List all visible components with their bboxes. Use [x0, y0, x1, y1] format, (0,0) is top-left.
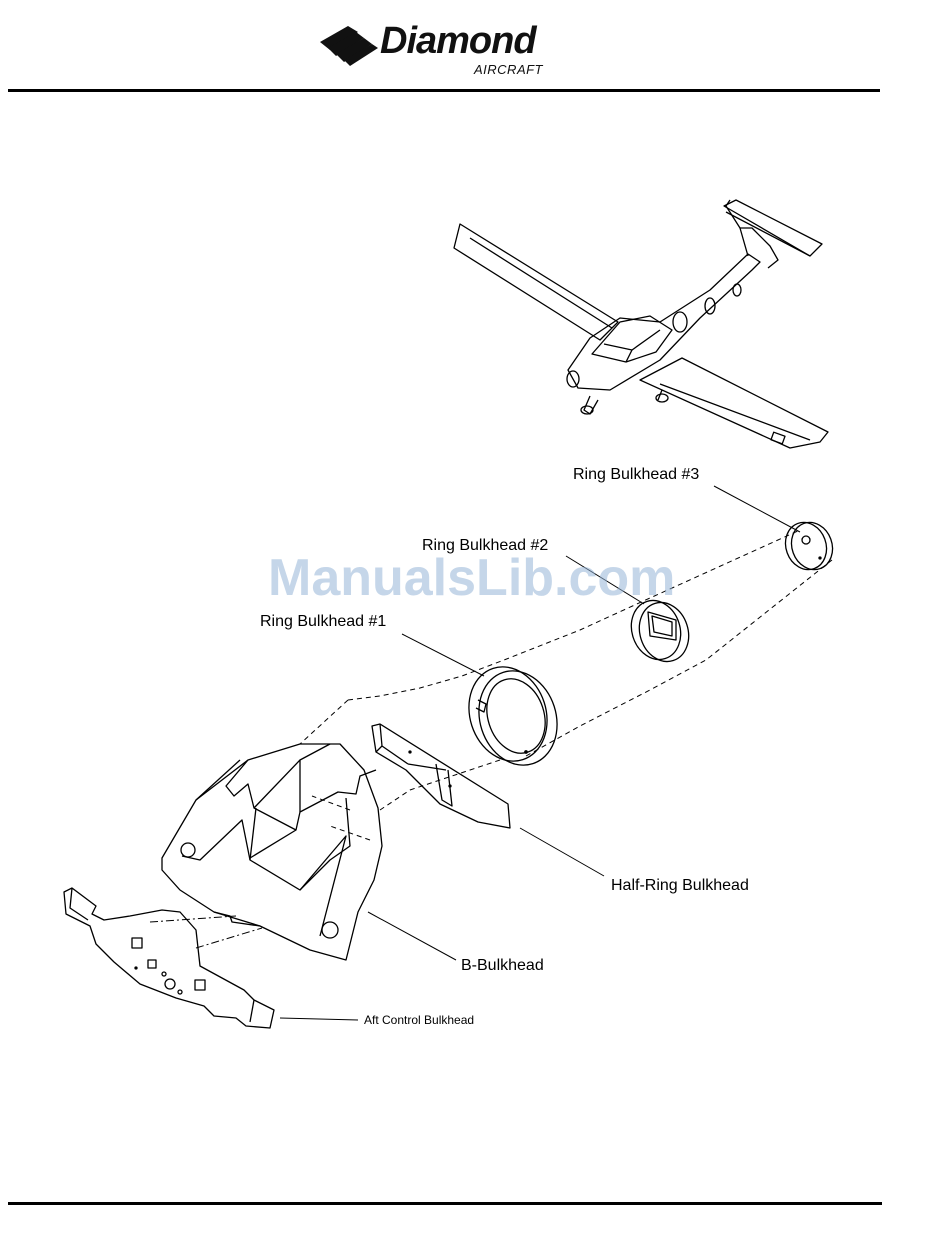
- label-ring-bulkhead-3: Ring Bulkhead #3: [573, 466, 699, 484]
- label-ring-bulkhead-1: Ring Bulkhead #1: [260, 613, 386, 631]
- airplane-drawing: [454, 200, 828, 448]
- aft-control-bulkhead-drawing: [64, 888, 274, 1028]
- ring-bulkhead-1-drawing: [457, 657, 569, 776]
- leader-half-ring: [520, 828, 604, 876]
- label-half-ring-bulkhead: Half-Ring Bulkhead: [611, 877, 749, 895]
- label-aft-control-bulkhead: Aft Control Bulkhead: [364, 1013, 474, 1027]
- footer-rule: [8, 1202, 882, 1205]
- half-ring-bulkhead-drawing: [372, 724, 510, 828]
- leader-ring1: [402, 634, 484, 676]
- label-ring-bulkhead-2: Ring Bulkhead #2: [422, 537, 548, 555]
- watermark-text: ManualsLib.com: [268, 548, 675, 608]
- label-b-bulkhead: B-Bulkhead: [461, 957, 544, 975]
- b-bulkhead-drawing: [162, 744, 382, 960]
- leader-b-bulkhead: [368, 912, 456, 960]
- leader-ring3: [714, 486, 800, 532]
- leader-aft-control: [280, 1018, 358, 1020]
